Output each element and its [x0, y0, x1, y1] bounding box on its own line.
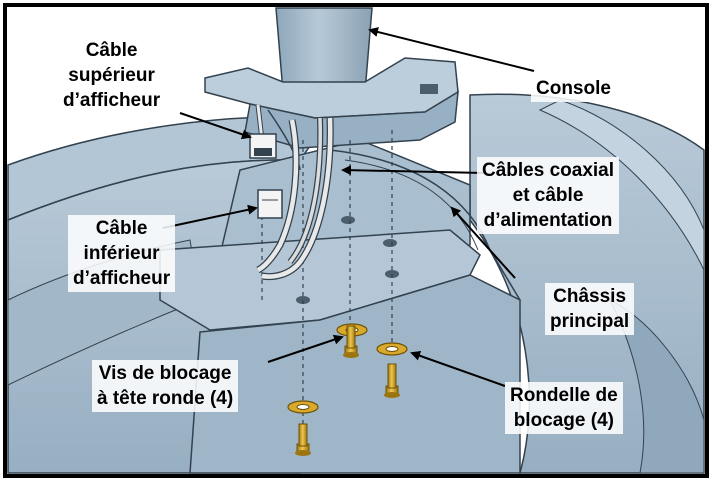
right-cover-rim: [538, 99, 705, 271]
label-coax-power-cables: Câbles coaxial et câble d’alimentation: [477, 157, 620, 234]
frame-edge-line-inner: [344, 159, 479, 251]
frame-edge-line: [329, 149, 521, 301]
screw-shank: [298, 423, 308, 447]
label-line: à tête ronde (4): [97, 388, 234, 409]
arrow-lock-washer: [410, 350, 506, 387]
screw-shank: [387, 363, 397, 389]
screw-base: [384, 392, 400, 398]
console-shroud-slot: [420, 84, 438, 94]
cable: [256, 119, 299, 273]
label-line: d’alimentation: [483, 210, 613, 231]
screw-base: [295, 450, 311, 456]
arrow-main-frame: [450, 206, 516, 279]
arrow-console: [368, 27, 535, 72]
arrow-lower-cable: [162, 204, 258, 229]
label-line: Console: [536, 78, 611, 99]
screw-base: [343, 352, 359, 358]
label-lock-screw: Vis de blocage à tête ronde (4): [92, 360, 239, 412]
cable: [261, 117, 333, 279]
label-lock-washer: Rondelle de blocage (4): [505, 382, 623, 434]
leader-arrows: [162, 27, 535, 387]
figure-border: [3, 3, 709, 478]
arrow-lock-screw: [267, 334, 344, 363]
label-line: d’afficheur: [63, 90, 161, 111]
washer-hole: [385, 346, 399, 352]
label-line: principal: [550, 311, 630, 332]
label-line: blocage (4): [513, 410, 614, 431]
label-line: Rondelle de: [510, 385, 618, 406]
console-post: [275, 7, 373, 93]
label-upper-display-cable: Câble supérieur d’afficheur: [58, 37, 166, 114]
washer-hole: [296, 404, 310, 410]
cable: [288, 117, 322, 264]
lower-cable-connector: [257, 189, 283, 219]
label-line: Câbles coaxial: [482, 160, 615, 181]
screw-shank: [346, 325, 356, 349]
label-line: et câble: [512, 185, 584, 206]
label-line: supérieur: [68, 65, 155, 86]
label-line: d’afficheur: [73, 268, 171, 289]
frame-hole: [383, 239, 397, 247]
label-lower-display-cable: Câble inférieur d’afficheur: [68, 215, 176, 292]
label-line: Câble: [85, 40, 138, 61]
label-line: inférieur: [83, 243, 160, 264]
screws: [295, 325, 400, 456]
frame-hole: [341, 216, 355, 224]
label-line: Châssis: [553, 286, 627, 307]
arrow-coax-power: [341, 165, 485, 176]
console-shroud-top: [204, 57, 459, 119]
upper-cable-connector-pins: [254, 148, 272, 156]
right-cover-shade: [608, 298, 705, 474]
label-main-frame: Châssis principal: [545, 283, 635, 335]
arrow-upper-cable: [179, 112, 252, 140]
label-line: Vis de blocage: [98, 363, 232, 384]
label-line: Câble: [95, 218, 148, 239]
label-console: Console: [531, 75, 616, 102]
